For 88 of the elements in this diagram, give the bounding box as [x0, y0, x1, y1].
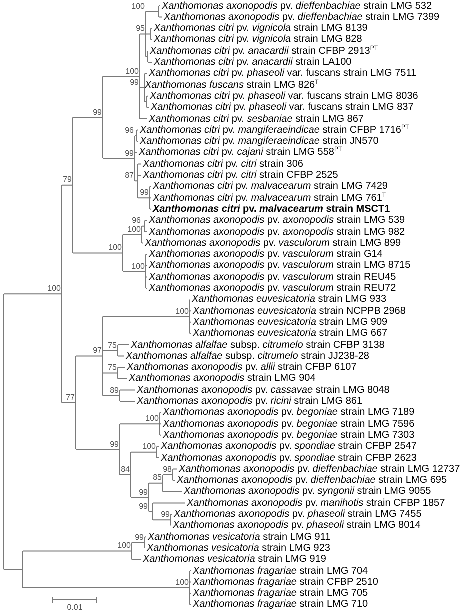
taxon-label: Xanthomonas axonopodis pv. spondiae strain CFBP 2547: [161, 441, 417, 452]
taxon-label: Xanthomonas citri pv. cajani strain LMG 558$^{PT}$: [139, 147, 342, 158]
taxon-label: Xanthomonas axonopodis strain LMG 904: [129, 373, 316, 384]
taxon-label: Xanthomonas citri pv. mangiferaeindicae strain CFBP 1716$^{PT}$: [140, 124, 410, 136]
taxon-label: Xanthomonas axonopodis pv. vasculorum strain LMG 899: [145, 238, 402, 249]
bootstrap-value: 99: [130, 78, 139, 87]
taxon-label: Xanthomonas axonopodis pv. phaseoli strain LMG 8014: [173, 520, 421, 532]
taxon-label: Xanthomonas axonopodis pv. vasculorum strain G14: [149, 249, 383, 260]
taxon-label: Xanthomonas axonopodis pv. spondiae strain CFBP 2623: [161, 452, 417, 464]
bootstrap-value: 84: [121, 464, 130, 474]
bootstrap-value: 75: [108, 340, 117, 350]
bootstrap-value: 100: [108, 243, 122, 252]
taxon-label: Xanthomonas citri pv. phaseoli var. fuscans strain LMG 837: [151, 102, 414, 114]
taxon-label: Xanthomonas vesicatoria strain LMG 911: [148, 532, 331, 543]
taxon-label: Xanthomonas citri pv. anacardii strain LA100: [154, 57, 352, 68]
taxon-label: Xanthomonas citri pv. citri strain CFBP 2525: [143, 170, 338, 181]
bootstrap-value: 100: [176, 578, 189, 587]
bootstrap-value: 99: [140, 188, 149, 198]
taxon-label: Xanthomonas axonopodis pv. vasculorum strain REU72: [149, 283, 396, 294]
taxon-label: Xanthomonas fragariae strain LMG 710: [193, 599, 368, 610]
taxon-label: Xanthomonas alfalfae subsp. citrumelo strain CFBP 3138: [131, 340, 385, 350]
taxon-label: Xanthomonas axonopodis pv. axonopodis strain LMG 982: [149, 226, 406, 238]
bootstrap-value: 99: [135, 532, 144, 542]
taxon-label: Xanthomonas axonopodis pv. dieffenbachiae strain LMG 532: [162, 0, 432, 12]
taxon-label: Xanthomonas axonopodis pv. syngonii strain LMG 9055: [184, 486, 432, 498]
bootstrap-value: 100: [142, 442, 156, 452]
taxon-label: Xanthomonas axonopodis pv. begoniae strain LMG 7189: [163, 407, 415, 418]
taxon-label: Xanthomonas euvesicatoria strain NCPPB 2968: [193, 306, 406, 317]
bootstrap-value: 100: [176, 306, 189, 316]
bootstrap-value: 99: [125, 148, 134, 158]
taxon-label: Xanthomonas alfalfae subsp. citrumelo strain JJ238-28: [126, 350, 370, 362]
taxon-label: Xanthomonas citri pv. phaseoli var. fuscans strain LMG 8036: [150, 90, 418, 102]
bootstrap-value: 100: [132, 2, 145, 11]
bootstrap-value: 77: [66, 392, 75, 402]
taxon-label: Xanthomonas fragariae strain LMG 704: [193, 566, 368, 576]
bootstrap-value: 79: [63, 175, 72, 184]
bootstrap-value: 98: [163, 464, 172, 474]
taxon-label: Xanthomonas fuscans strain LMG 826$^{T}$: [145, 80, 319, 91]
taxon-label: Xanthomonas vesicatoria strain LMG 923: [147, 542, 330, 554]
taxon-label: Xanthomonas axonopodis pv. allii strain CFBP 6107: [127, 362, 357, 374]
taxon-label: Xanthomonas citri pv. citri strain 306: [143, 158, 304, 170]
taxon-label: Xanthomonas euvesicatoria strain LMG 909: [193, 316, 388, 328]
bootstrap-value: 100: [126, 66, 139, 76]
taxon-label: Xanthomonas axonopodis pv. axonopodis strain LMG 539: [149, 215, 406, 226]
bootstrap-value: 85: [153, 473, 162, 482]
taxon-label: Xanthomonas citri pv. malvacearum strain LMG 7429: [153, 181, 388, 192]
bootstrap-value: 96: [125, 126, 134, 135]
bootstrap-value: 95: [136, 24, 145, 34]
taxon-label: Xanthomonas axonopodis pv. phaseoli strain LMG 7455: [174, 509, 422, 520]
bootstrap-value: 100: [132, 262, 145, 271]
bootstrap-value: 96: [132, 216, 141, 226]
taxon-label: Xanthomonas axonopodis pv. dieffenbachiae strain LMG 12737: [179, 464, 460, 475]
taxon-label: Xanthomonas citri pv. mangiferaeindicae strain JN570: [140, 136, 379, 148]
bootstrap-value: 75: [108, 363, 117, 372]
taxon-label: Xanthomonas axonopodis pv. cassavae strain LMG 8048: [137, 384, 390, 396]
taxon-label: Xanthomonas citri pv. vignicola strain LMG 828: [154, 34, 362, 46]
taxon-label: Xanthomonas fragariae strain CFBP 2510: [193, 576, 378, 588]
bootstrap-value: 100: [118, 541, 131, 550]
bootstrap-value: 100: [146, 414, 159, 424]
taxon-label: Xanthomonas axonopodis pv. ricini strain LMG 861: [137, 396, 363, 407]
bootstrap-value: 99: [93, 108, 102, 117]
bootstrap-value: 97: [93, 346, 102, 356]
taxon-label: Xanthomonas axonopodis pv. vasculorum strain REU45: [149, 272, 396, 283]
taxon-label: Xanthomonas vesicatoria strain LMG 919: [143, 554, 326, 566]
taxon-label: Xanthomonas citri pv. vignicola strain LMG 8139: [154, 23, 368, 34]
taxon-label: Xanthomonas citri pv. malvacearum strain MSCT1: [153, 204, 390, 215]
taxon-label: Xanthomonas axonopodis pv. begoniae strain LMG 7303: [163, 430, 415, 441]
bootstrap-value: 100: [128, 224, 141, 234]
taxon-label: Xanthomonas citri pv. sesbaniae strain LMG 867: [149, 114, 364, 124]
taxon-label: Xanthomonas axonopodis pv. begoniae strain LMG 7596: [163, 418, 415, 430]
taxon-label: Xanthomonas axonopodis pv. dieffenbachiae strain LMG 7399: [164, 12, 440, 23]
taxon-label: Xanthomonas fragariae strain LMG 705: [193, 588, 368, 600]
taxon-label: Xanthomonas citri pv. phaseoli var. fuscans strain LMG 7511: [149, 68, 417, 80]
scale-label: 0.01: [67, 603, 83, 612]
bootstrap-value: 99: [139, 488, 148, 497]
taxon-label: Xanthomonas euvesicatoria strain LMG 667: [193, 328, 388, 340]
bootstrap-value: 87: [125, 171, 134, 180]
bootstrap-value: 100: [48, 284, 61, 294]
taxon-label: Xanthomonas axonopodis pv. manihotis strain CFBP 1857: [187, 498, 446, 509]
bootstrap-value: 89: [110, 386, 119, 395]
taxon-label: Xanthomonas citri pv. malvacearum strain LMG 761$^{T}$: [153, 192, 386, 204]
taxon-label: Xanthomonas axonopodis pv. vasculorum strain LMG 8715: [149, 260, 411, 272]
bootstrap-value: 99: [161, 510, 170, 520]
taxon-label: Xanthomonas citri pv. anacardii strain CFBP 2913$^{PT}$: [150, 46, 378, 57]
bootstrap-value: 99: [139, 502, 148, 511]
taxon-label: Xanthomonas euvesicatoria strain LMG 933: [192, 294, 387, 306]
taxon-label: Xanthomonas axonopodis pv. dieffenbachiae strain LMG 695: [177, 475, 448, 486]
bootstrap-value: 99: [110, 440, 119, 449]
